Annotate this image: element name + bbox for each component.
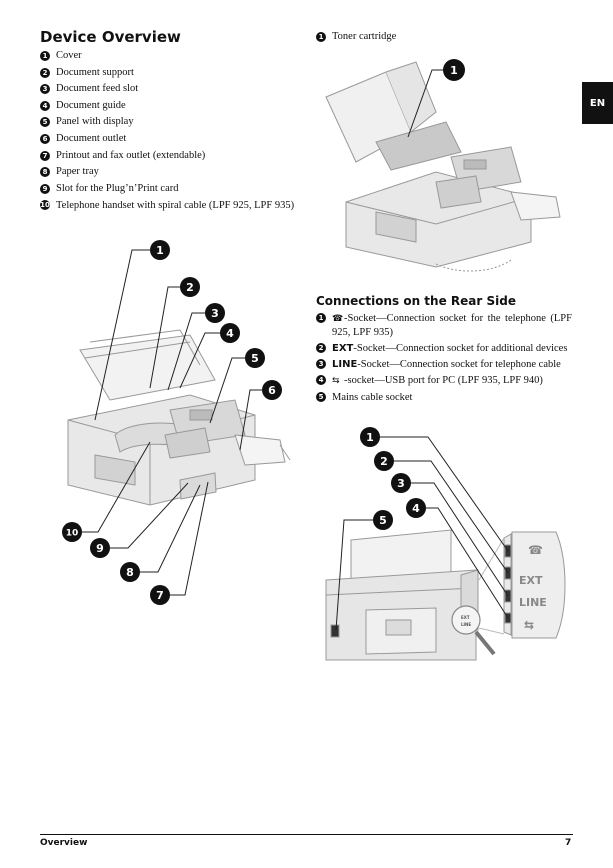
device-overview-illustration: 1 2 34 5 6 7 8 9 10 xyxy=(62,240,291,605)
socket-label-line: LINE xyxy=(332,359,358,370)
callout-circle xyxy=(205,303,225,323)
phone-symbol-icon: ☎ xyxy=(528,543,543,557)
callout-circle xyxy=(150,585,170,605)
item-number: 3 xyxy=(316,359,326,369)
footer-section: Overview xyxy=(40,838,88,848)
toner-cartridge-illustration: 1 xyxy=(325,59,561,272)
callout-circle xyxy=(406,498,426,518)
callout-number: 8 xyxy=(126,566,134,579)
callout-number: 6 xyxy=(268,384,276,397)
section-title-rear-connections: Connections on the Rear Side xyxy=(316,294,516,308)
callout-number: 4 xyxy=(412,502,420,515)
item-number: 4 xyxy=(316,375,326,385)
callout-number: 9 xyxy=(96,542,104,555)
socket-label-ext: EXT xyxy=(332,343,354,354)
item-number: 2 xyxy=(316,343,326,353)
zoom-label-ext: EXT xyxy=(461,615,470,620)
item-number: 1 xyxy=(316,32,326,42)
language-tab: EN xyxy=(582,82,613,124)
item-number: 4 xyxy=(40,100,50,111)
port-label-ext: EXT xyxy=(519,574,543,587)
callout-number: 10 xyxy=(66,529,79,539)
callout-circle xyxy=(62,522,82,542)
callout-number: 5 xyxy=(379,514,387,527)
callout-number: 7 xyxy=(156,589,164,602)
callout-circle xyxy=(90,538,110,558)
section-title-device-overview: Device Overview xyxy=(40,28,181,46)
callout-circle xyxy=(262,380,282,400)
list-item: 1☎-Socket—Connection socket for the tele… xyxy=(316,312,572,339)
item-number: 1 xyxy=(316,313,326,323)
item-number: 10 xyxy=(40,200,50,211)
item-number: 2 xyxy=(40,67,50,78)
callout-circle xyxy=(220,323,240,343)
item-number: 9 xyxy=(40,183,50,194)
item-number: 7 xyxy=(40,150,50,161)
callout-circle xyxy=(245,348,265,368)
callout-number: 3 xyxy=(397,477,405,490)
page-number: 7 xyxy=(565,838,572,848)
zoom-label-line: LINE xyxy=(461,622,471,627)
callout-circle xyxy=(391,473,411,493)
callout-circle xyxy=(150,240,170,260)
callout-number: 3 xyxy=(211,307,219,320)
item-number: 8 xyxy=(40,167,50,178)
callout-number: 4 xyxy=(226,327,234,340)
callout-number: 2 xyxy=(380,455,388,468)
item-number: 6 xyxy=(40,133,50,144)
phone-icon: ☎ xyxy=(332,314,344,324)
callout-circle xyxy=(373,510,393,530)
item-number: 5 xyxy=(40,117,50,128)
usb-icon: ⇆ xyxy=(332,376,340,386)
callout-number: 1 xyxy=(156,244,164,257)
footer-rule xyxy=(40,834,573,835)
item-number: 5 xyxy=(316,392,326,402)
callout-number: 5 xyxy=(251,352,259,365)
callout-circle xyxy=(374,451,394,471)
rear-connections-list: 1☎-Socket—Connection socket for the tele… xyxy=(316,312,572,407)
item-number: 1 xyxy=(40,51,50,61)
callout-circle xyxy=(360,427,380,447)
callout-number: 1 xyxy=(366,431,374,444)
callout-circle xyxy=(180,277,200,297)
callout-number: 2 xyxy=(186,281,194,294)
list-item: 4⇆-socket—USB port for PC (LPF 935, LPF … xyxy=(316,374,572,388)
callout-circle xyxy=(443,59,465,81)
usb-symbol-icon: ⇆ xyxy=(524,618,534,632)
callout-circle xyxy=(120,562,140,582)
item-number: 3 xyxy=(40,84,50,95)
callout-number: 1 xyxy=(450,64,458,77)
port-label-line: LINE xyxy=(519,596,547,609)
